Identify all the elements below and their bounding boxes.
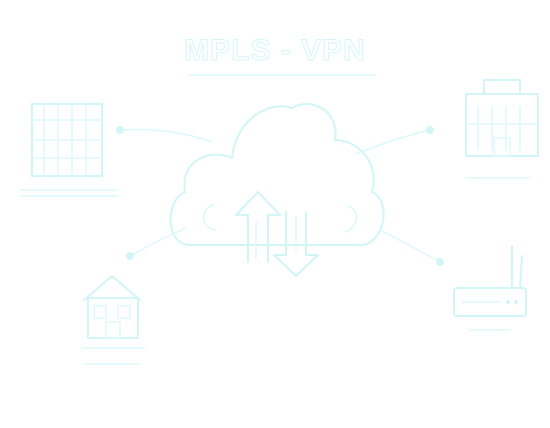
house-icon <box>81 275 145 365</box>
link-office-dot <box>116 126 124 134</box>
link-router-dot <box>436 258 444 266</box>
link-house-dot <box>126 252 134 260</box>
link-router <box>379 229 441 263</box>
diagram-title: MPLS - VPN <box>184 34 366 68</box>
download-arrow-icon <box>273 211 319 277</box>
link-corporate <box>355 129 431 155</box>
upload-arrow-icon <box>235 191 281 263</box>
connector-lines <box>116 126 444 266</box>
link-corporate-dot <box>426 126 434 134</box>
corporate-building-icon <box>465 79 539 179</box>
office-building-icon <box>19 103 119 197</box>
link-office <box>119 128 213 143</box>
cloud-icon <box>169 103 385 246</box>
router-icon <box>453 245 527 331</box>
link-house <box>129 227 187 257</box>
